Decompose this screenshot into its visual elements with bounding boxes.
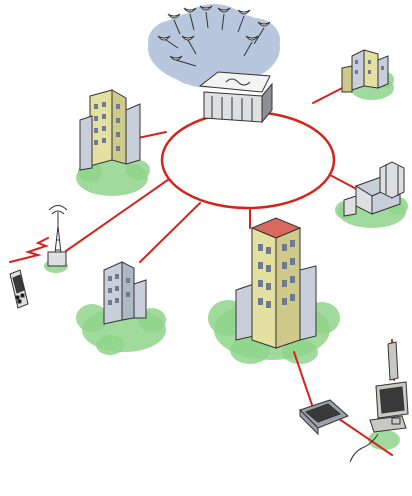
data-center-icon: [200, 72, 272, 122]
desktop-computer-icon: [347, 342, 408, 469]
link-office-bottom: [140, 203, 200, 262]
radio-tower-icon: [48, 206, 67, 267]
office-building-icon: [80, 90, 140, 170]
headquarters-building-icon: [236, 218, 316, 348]
office-building-icon: [104, 262, 146, 324]
laptop-icon: [300, 400, 348, 434]
foliage-workstation: [368, 430, 400, 450]
ring-network-icon: [162, 112, 334, 208]
link-office-left: [138, 132, 166, 138]
campus-icon: [342, 50, 388, 92]
link-wireless-mobile: [10, 238, 48, 262]
mobile-phone-icon: [10, 270, 28, 308]
